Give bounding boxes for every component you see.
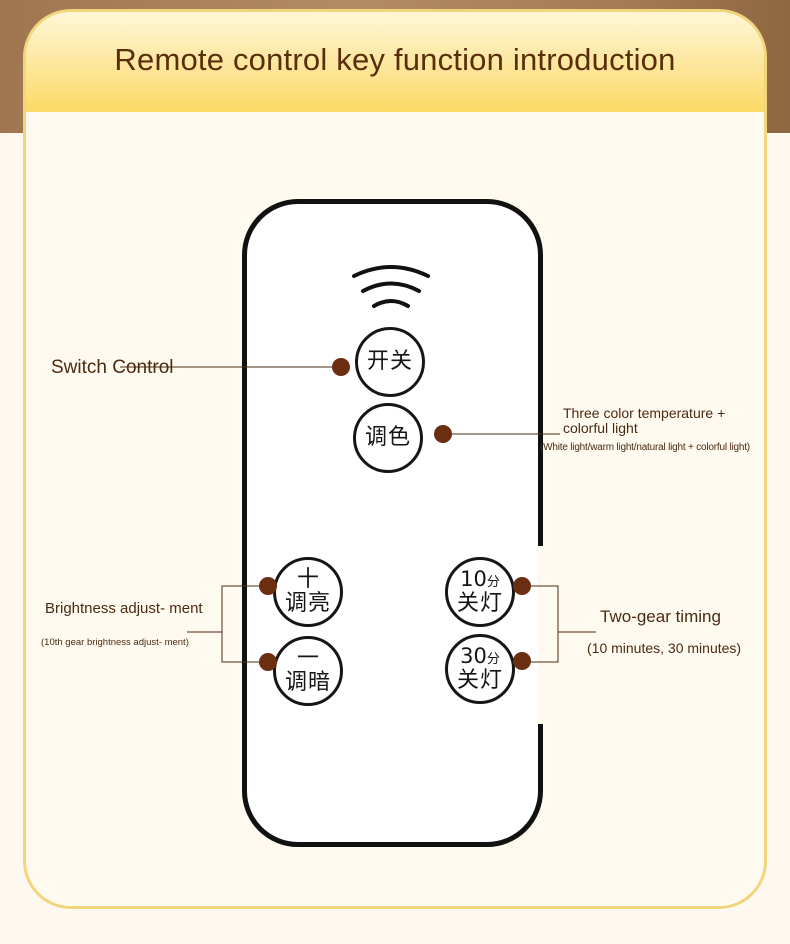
brightness-up-label: 调亮 — [284, 591, 331, 616]
timer-10-callout-dot — [513, 577, 531, 595]
card-header — [26, 12, 764, 112]
timer-30-button[interactable]: 30分 关灯 — [445, 634, 515, 704]
color-temperature-sublabel: (White light/warm light/natural light + … — [540, 442, 750, 453]
timer-10-value: 10分 — [460, 567, 500, 591]
brightness-sublabel: (10th gear brightness adjust- ment) — [41, 637, 189, 648]
power-button[interactable]: 开关 — [355, 327, 425, 397]
color-callout-dot — [434, 425, 452, 443]
color-button-label: 调色 — [364, 425, 411, 450]
timing-sublabel: (10 minutes, 30 minutes) — [587, 640, 742, 656]
timer-30-value: 30分 — [460, 644, 500, 668]
brightness-down-button[interactable]: 一 调暗 — [273, 636, 343, 706]
timer-30-label: 关灯 — [456, 668, 503, 693]
plus-symbol: 十 — [296, 567, 319, 592]
timing-label: Two-gear timing — [600, 607, 721, 626]
remote-control-body — [242, 199, 543, 847]
switch-callout-dot — [332, 358, 350, 376]
color-button[interactable]: 调色 — [353, 403, 423, 473]
switch-control-label: Switch Control — [51, 357, 174, 378]
page-title: Remote control key function introduction — [114, 42, 676, 77]
brightness-label: Brightness adjust- ment — [45, 600, 203, 617]
minus-symbol: 一 — [296, 646, 319, 671]
brightness-down-label: 调暗 — [284, 670, 331, 695]
brightness-up-button[interactable]: 十 调亮 — [273, 557, 343, 627]
color-temperature-label: Three color temperature + colorful light — [563, 405, 726, 436]
timer-10-label: 关灯 — [456, 591, 503, 616]
timer-10-button[interactable]: 10分 关灯 — [445, 557, 515, 627]
brightness-down-callout-dot — [259, 653, 277, 671]
timer-30-callout-dot — [513, 652, 531, 670]
remote-outline-gap — [537, 546, 545, 724]
signal-waves-icon — [352, 265, 430, 308]
power-button-label: 开关 — [366, 349, 413, 374]
brightness-up-callout-dot — [259, 577, 277, 595]
